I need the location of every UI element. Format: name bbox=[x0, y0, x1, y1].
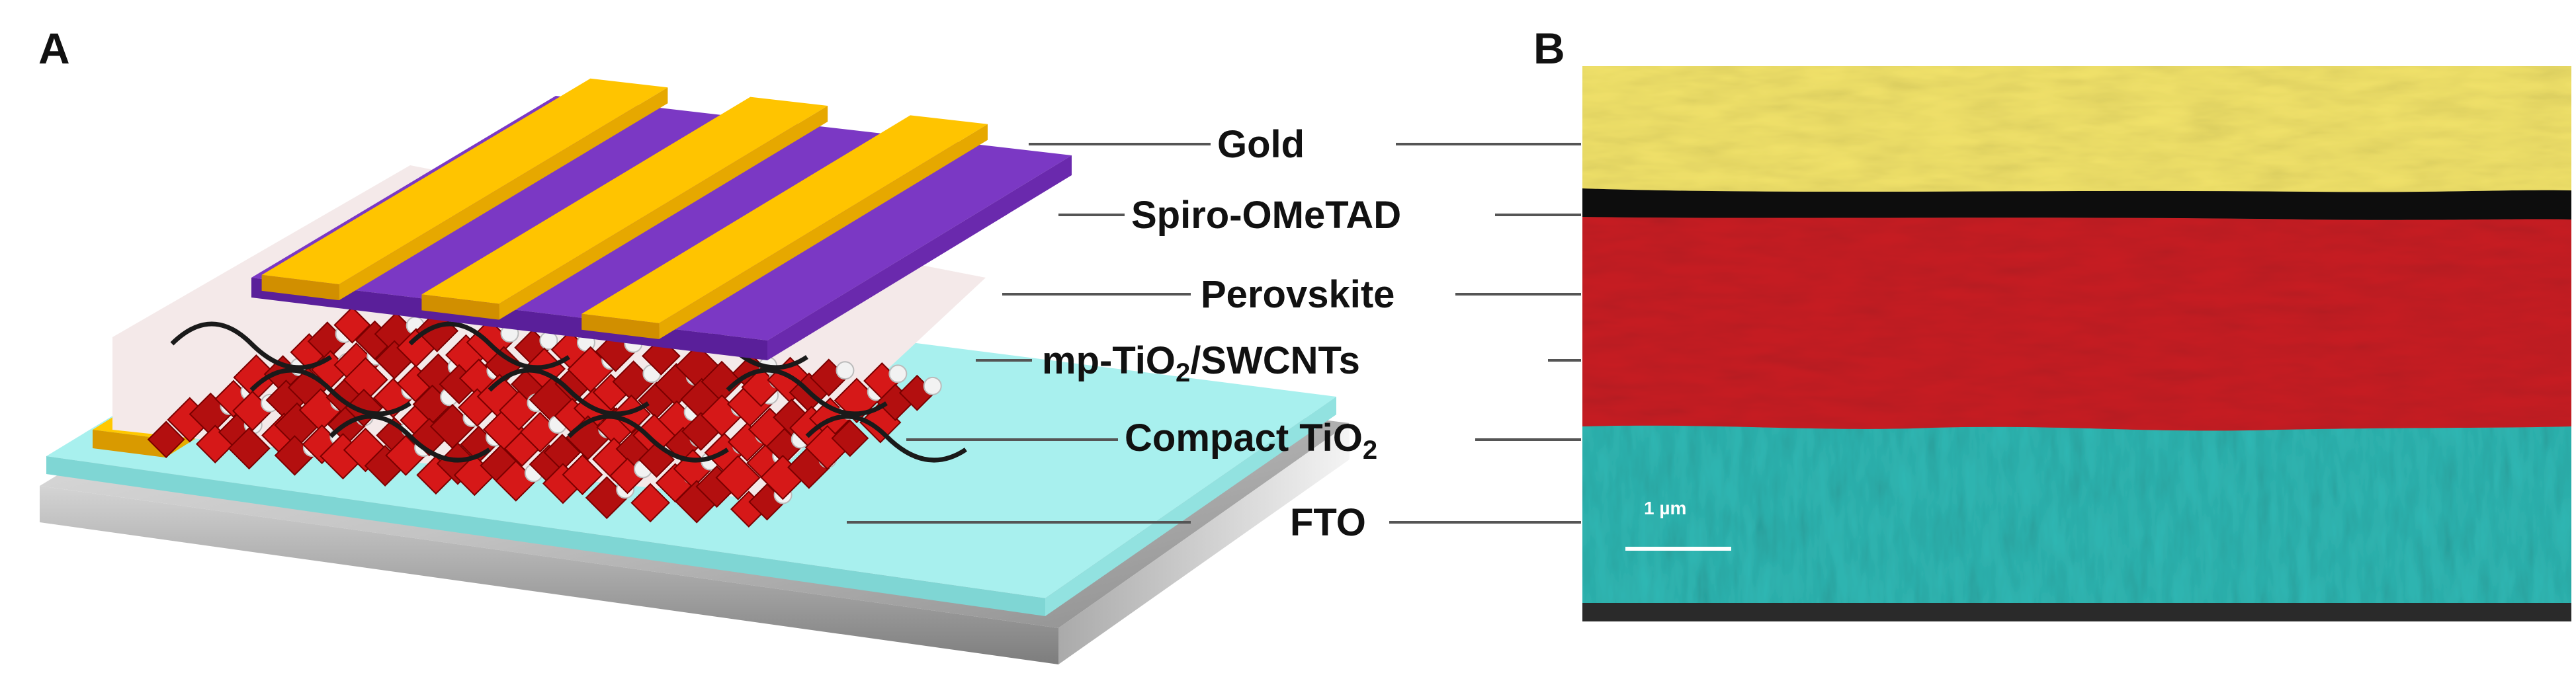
label-spiro: Spiro-OMeTAD bbox=[1131, 196, 1401, 235]
perovskite-crystal bbox=[715, 455, 761, 500]
perovskite-crystal bbox=[345, 388, 383, 427]
label-fto: FTO bbox=[1290, 504, 1366, 542]
gold-finger-side bbox=[339, 87, 668, 301]
swcnt-tube bbox=[329, 414, 491, 463]
panel-b-label: B bbox=[1533, 24, 1565, 73]
leader-lines-right bbox=[1389, 143, 1581, 524]
gold-finger-edge bbox=[261, 274, 339, 301]
perovskite-crystal bbox=[333, 306, 371, 344]
sem-spiro-region bbox=[1582, 188, 2571, 220]
compact-tio2-side bbox=[1045, 397, 1336, 616]
spiro-plate-side bbox=[767, 155, 1072, 360]
sem-tio2-region bbox=[1582, 425, 2571, 603]
tio2-sphere bbox=[888, 364, 908, 383]
label-perovskite-text: Perovskite bbox=[1201, 273, 1395, 316]
label-compact-tio2: Compact TiO2 bbox=[1125, 417, 1378, 465]
tio2-sphere bbox=[836, 361, 855, 380]
swcnt-tube bbox=[249, 368, 411, 417]
label-gold: Gold bbox=[1217, 126, 1305, 164]
gold-finger-strip bbox=[261, 78, 668, 285]
panel-a-label: A bbox=[38, 24, 70, 73]
gold-finger-strip bbox=[581, 115, 988, 324]
label-compact-tio2-main: Compact TiO bbox=[1125, 417, 1363, 459]
swcnt-tube bbox=[726, 368, 888, 417]
perovskite-crystal bbox=[831, 419, 869, 457]
label-fto-text: FTO bbox=[1290, 501, 1366, 544]
fto-slab-front bbox=[40, 486, 1058, 664]
spiro-plate-front bbox=[251, 278, 767, 360]
label-compact-tio2-sub: 2 bbox=[1362, 436, 1378, 465]
label-mp-tio2-sub: 2 bbox=[1175, 358, 1191, 387]
swcnt-tube bbox=[488, 368, 650, 417]
perovskite-crystal bbox=[562, 454, 603, 495]
gold-finger-edge bbox=[421, 294, 499, 320]
gold-finger-side bbox=[659, 124, 988, 340]
swcnt-tube bbox=[567, 414, 729, 463]
label-spiro-text: Spiro-OMeTAD bbox=[1131, 194, 1402, 237]
bottom-gold-contact-front bbox=[93, 430, 165, 457]
fto-slab-side bbox=[1058, 423, 1350, 664]
sem-gold-region bbox=[1582, 66, 2571, 192]
perovskite-crystal bbox=[228, 427, 271, 470]
swcnt-tube bbox=[170, 321, 332, 370]
perovskite-crystal bbox=[630, 483, 670, 523]
label-mp-tio2-main: mp-TiO bbox=[1042, 339, 1176, 382]
gold-finger-edge bbox=[581, 313, 660, 340]
leader-lines bbox=[847, 143, 1211, 524]
compact-tio2-front bbox=[46, 456, 1045, 616]
label-perovskite: Perovskite bbox=[1201, 276, 1395, 314]
swcnt-tube bbox=[408, 321, 570, 370]
label-gold-text: Gold bbox=[1217, 123, 1305, 166]
gold-finger-strip bbox=[421, 97, 828, 304]
perovskite-crystal bbox=[147, 420, 185, 459]
swcnt-tube bbox=[805, 414, 967, 463]
tio2-sphere bbox=[923, 376, 942, 395]
sem-perovskite-region bbox=[1582, 217, 2571, 431]
sem-micrograph bbox=[1582, 66, 2571, 621]
scale-bar-label: 1 µm bbox=[1644, 498, 1687, 518]
gold-finger-side bbox=[499, 106, 828, 320]
gold-finger-strips bbox=[261, 78, 988, 340]
device-schematic bbox=[40, 78, 1581, 664]
label-mp-tio2-tail: /SWCNTs bbox=[1190, 339, 1360, 382]
label-mp-tio2: mp-TiO2/SWCNTs bbox=[1042, 339, 1360, 387]
